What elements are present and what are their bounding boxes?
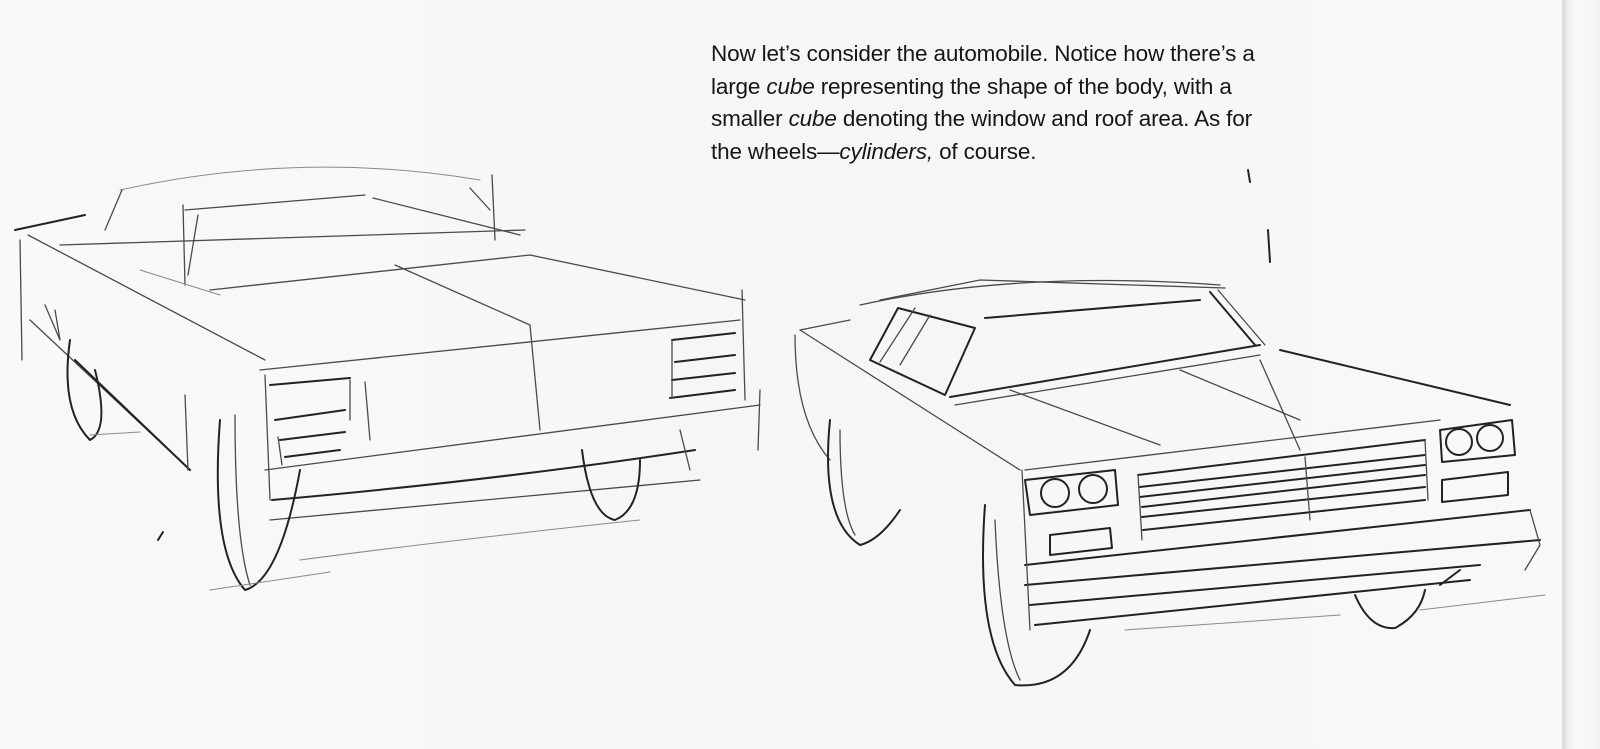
caption-text: Now let’s consider the automobile. Notic… [711,38,1411,168]
caption-line-4: the wheels—cylinders, of course. [711,138,1037,164]
car-sketch-front [794,169,1546,687]
caption-line-3: smaller cube denoting the window and roo… [711,106,1252,131]
page-gutter-edge [1562,0,1600,749]
caption-line-2: large cube representing the shape of the… [711,73,1232,99]
book-page: Now let’s consider the automobile. Notic… [0,0,1562,749]
car-sketch-rear [14,166,761,591]
caption-line-1: Now let’s consider the automobile. Notic… [711,41,1255,66]
